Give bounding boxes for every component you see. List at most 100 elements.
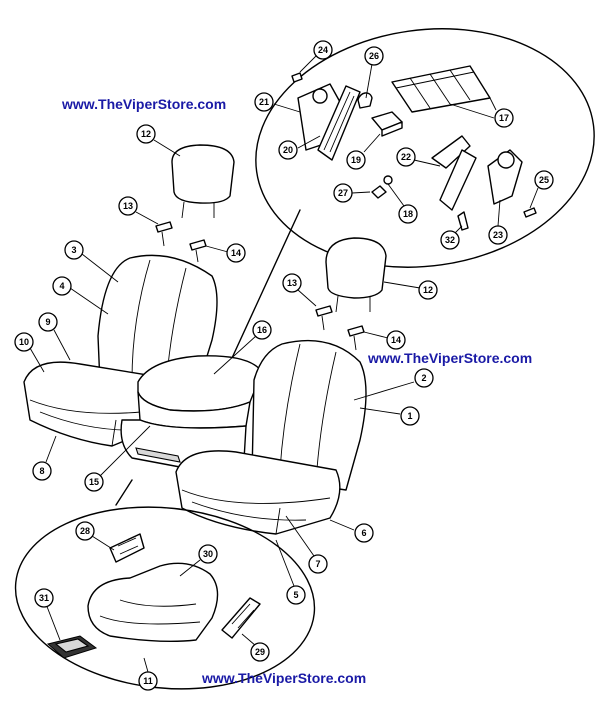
part-12-headrest-right [325, 237, 387, 313]
part-7-right-cushion [175, 450, 341, 535]
part-22-recline-lever [431, 135, 477, 211]
detail-ellipse-bottom [14, 506, 316, 690]
callout-9: 9 [38, 312, 71, 361]
svg-text:23: 23 [493, 230, 503, 240]
callout-4: 4 [52, 276, 109, 315]
part-30-cushion-pad [87, 562, 219, 643]
svg-text:8: 8 [39, 466, 44, 476]
callout-2: 2 [353, 368, 434, 401]
svg-text:31: 31 [39, 593, 49, 603]
svg-text:28: 28 [80, 526, 90, 536]
part-32-bolt [457, 211, 469, 231]
svg-text:24: 24 [318, 45, 328, 55]
svg-text:30: 30 [203, 549, 213, 559]
svg-text:14: 14 [231, 248, 241, 258]
callout-24: 24 [299, 40, 333, 73]
callout-3: 3 [64, 240, 119, 283]
svg-text:1: 1 [407, 411, 412, 421]
right-seat-assembly [175, 339, 367, 535]
callout-1: 1 [359, 406, 420, 426]
callout-17: 17 [449, 97, 514, 128]
svg-text:13: 13 [123, 201, 133, 211]
svg-text:26: 26 [369, 51, 379, 61]
svg-text:22: 22 [401, 152, 411, 162]
watermark-bottom: www.TheViperStore.com [202, 670, 367, 686]
svg-text:3: 3 [71, 245, 76, 255]
svg-text:7: 7 [315, 559, 320, 569]
callout-26: 26 [364, 46, 384, 99]
part-19-block [371, 111, 403, 137]
svg-text:12: 12 [141, 129, 151, 139]
svg-text:9: 9 [45, 317, 50, 327]
callout-13-left: 13 [118, 196, 159, 225]
part-1-right-seatback [251, 339, 367, 491]
callout-29: 29 [241, 633, 270, 662]
svg-text:16: 16 [257, 325, 267, 335]
leader-line-bottom-ellipse [115, 479, 133, 506]
svg-text:15: 15 [89, 477, 99, 487]
detail-ellipse-top [255, 28, 595, 268]
part-20-track [317, 85, 361, 161]
callout-13-right: 13 [282, 273, 317, 307]
callout-10: 10 [14, 332, 45, 373]
svg-text:17: 17 [499, 113, 509, 123]
callout-22: 22 [396, 147, 441, 167]
part-14-guide-right [347, 325, 365, 351]
callout-14-left: 14 [205, 243, 246, 263]
watermark-top-left: www.TheViperStore.com [62, 96, 227, 112]
center-console-assembly [120, 355, 263, 471]
part-17-cover-panel [391, 65, 491, 113]
part-13-guide-right [315, 305, 333, 331]
part-26-clip [357, 92, 373, 109]
part-27-bushing [371, 185, 387, 199]
callout-21: 21 [254, 92, 301, 113]
part-14-guide-left [189, 239, 207, 263]
svg-text:20: 20 [283, 145, 293, 155]
callout-8: 8 [32, 435, 57, 481]
part-28-hinge-bracket [109, 533, 145, 563]
svg-text:19: 19 [351, 155, 361, 165]
svg-text:18: 18 [403, 209, 413, 219]
callout-30: 30 [179, 544, 218, 577]
svg-text:27: 27 [338, 188, 348, 198]
callout-5: 5 [275, 539, 306, 605]
callout-12-left: 12 [136, 124, 181, 157]
callout-16: 16 [213, 320, 272, 375]
callout-15: 15 [84, 425, 151, 492]
svg-text:25: 25 [539, 175, 549, 185]
part-31-tray [46, 635, 98, 659]
watermark-middle-right: www.TheViperStore.com [368, 350, 533, 366]
callout-6: 6 [329, 519, 374, 543]
callout-7: 7 [285, 515, 328, 574]
svg-text:10: 10 [19, 337, 29, 347]
svg-text:21: 21 [259, 97, 269, 107]
svg-text:13: 13 [287, 278, 297, 288]
callout-31: 31 [34, 588, 61, 641]
svg-text:6: 6 [361, 528, 366, 538]
part-29-hinge-bracket [221, 597, 261, 639]
callout-27: 27 [333, 183, 371, 203]
callout-23: 23 [488, 199, 508, 245]
callout-32: 32 [440, 225, 463, 250]
callout-18: 18 [387, 183, 418, 224]
svg-text:32: 32 [445, 235, 455, 245]
leader-line-top-ellipse [231, 209, 301, 359]
svg-text:14: 14 [391, 335, 401, 345]
svg-text:11: 11 [143, 676, 153, 686]
callout-11: 11 [138, 657, 158, 691]
part-13-guide-left [155, 221, 173, 247]
part-23-bracket [487, 149, 523, 205]
callout-14-right: 14 [363, 330, 406, 350]
part-18-nut [383, 175, 393, 185]
callout-19: 19 [346, 133, 381, 170]
callout-20: 20 [278, 135, 321, 160]
part-25-screw [523, 207, 537, 218]
svg-text:4: 4 [59, 281, 64, 291]
callout-12-right: 12 [383, 280, 438, 300]
svg-text:29: 29 [255, 647, 265, 657]
part-12-headrest-left [171, 144, 235, 219]
svg-text:2: 2 [421, 373, 426, 383]
svg-text:5: 5 [293, 590, 298, 600]
